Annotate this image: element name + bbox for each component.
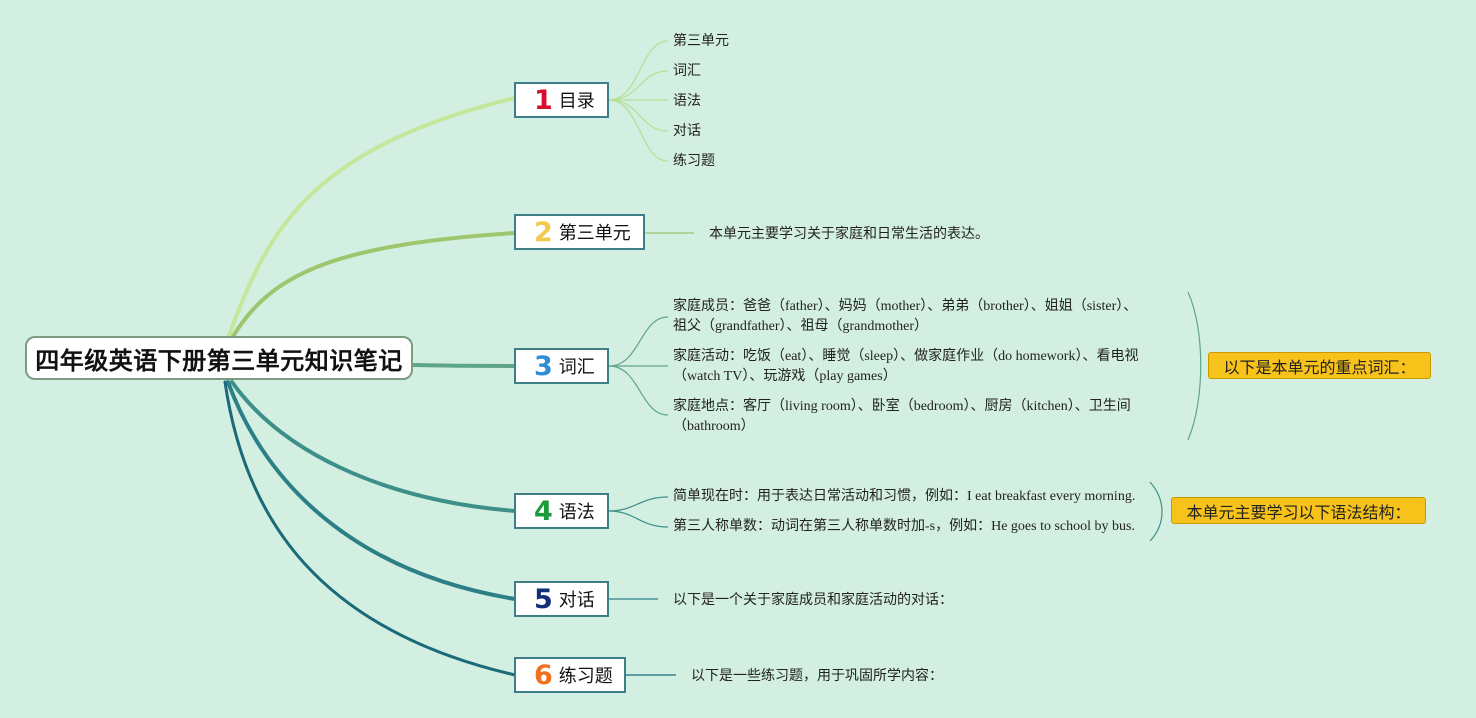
topic-exercises[interactable]: 6 练习题 xyxy=(514,657,626,693)
branch-line-5 xyxy=(226,380,517,601)
subtopic-vocabulary[interactable]: 词汇 xyxy=(673,63,701,79)
vocab-family-activities-line1[interactable]: 家庭活动：吃饭（eat）、睡觉（sleep）、做家庭作业（do homework… xyxy=(673,349,1139,364)
subtopic-exercises[interactable]: 练习题 xyxy=(673,153,715,169)
vocab-family-places-line1[interactable]: 家庭地点：客厅（living room）、卧室（bedroom）、厨房（kitc… xyxy=(673,399,1131,414)
topic-label: 第三单元 xyxy=(558,223,631,244)
topic-dialogue[interactable]: 5 对话 xyxy=(514,581,609,617)
topic-label: 目录 xyxy=(558,91,595,112)
subtopic-grammar[interactable]: 语法 xyxy=(673,93,701,109)
grammar-present-simple[interactable]: 简单现在时：用于表达日常活动和习惯，例如：I eat breakfast eve… xyxy=(673,489,1136,504)
exercises-summary[interactable]: 以下是一些练习题，用于巩固所学内容： xyxy=(691,668,943,684)
subtopic-unit3-summary[interactable]: 本单元主要学习关于家庭和日常生活的表达。 xyxy=(709,226,989,242)
number-2-icon: 2 xyxy=(534,216,553,248)
topic-unit3[interactable]: 2 第三单元 xyxy=(514,214,645,250)
topic-label: 词汇 xyxy=(558,357,595,378)
topic-label: 对话 xyxy=(558,590,595,611)
subtopic-dialogue[interactable]: 对话 xyxy=(673,123,701,139)
number-6-icon: 6 xyxy=(534,659,553,691)
branch-line-2 xyxy=(230,231,517,340)
branch-line-1 xyxy=(226,96,517,340)
root-topic[interactable]: 四年级英语下册第三单元知识笔记 xyxy=(25,336,413,380)
topic-grammar[interactable]: 4 语法 xyxy=(514,493,609,529)
topic-label: 语法 xyxy=(558,502,595,523)
dialogue-summary[interactable]: 以下是一个关于家庭成员和家庭活动的对话： xyxy=(673,592,953,608)
branch-line-6 xyxy=(223,380,517,677)
branch-line-3 xyxy=(411,363,517,368)
vocabulary-summary-callout[interactable]: 以下是本单元的重点词汇： xyxy=(1208,352,1431,379)
number-4-icon: 4 xyxy=(534,495,553,527)
topic-vocabulary[interactable]: 3 词汇 xyxy=(514,348,609,384)
grammar-summary-callout[interactable]: 本单元主要学习以下语法结构： xyxy=(1171,497,1426,524)
vocab-family-places-line2[interactable]: （bathroom） xyxy=(673,419,755,434)
grammar-third-person[interactable]: 第三人称单数：动词在第三人称单数时加-s，例如：He goes to schoo… xyxy=(673,519,1135,534)
subtopic-unit3[interactable]: 第三单元 xyxy=(673,33,729,49)
vocab-family-activities-line2[interactable]: （watch TV）、玩游戏（play games） xyxy=(673,369,897,384)
number-1-icon: 1 xyxy=(534,84,553,116)
branch-line-4 xyxy=(230,380,517,513)
number-5-icon: 5 xyxy=(534,583,553,615)
vocab-family-members-line1[interactable]: 家庭成员：爸爸（father）、妈妈（mother）、弟弟（brother）、姐… xyxy=(673,299,1138,314)
number-3-icon: 3 xyxy=(534,350,553,382)
vocab-family-members-line2[interactable]: 祖父（grandfather）、祖母（grandmother） xyxy=(673,319,929,334)
topic-label: 练习题 xyxy=(558,666,613,687)
topic-contents[interactable]: 1 目录 xyxy=(514,82,609,118)
